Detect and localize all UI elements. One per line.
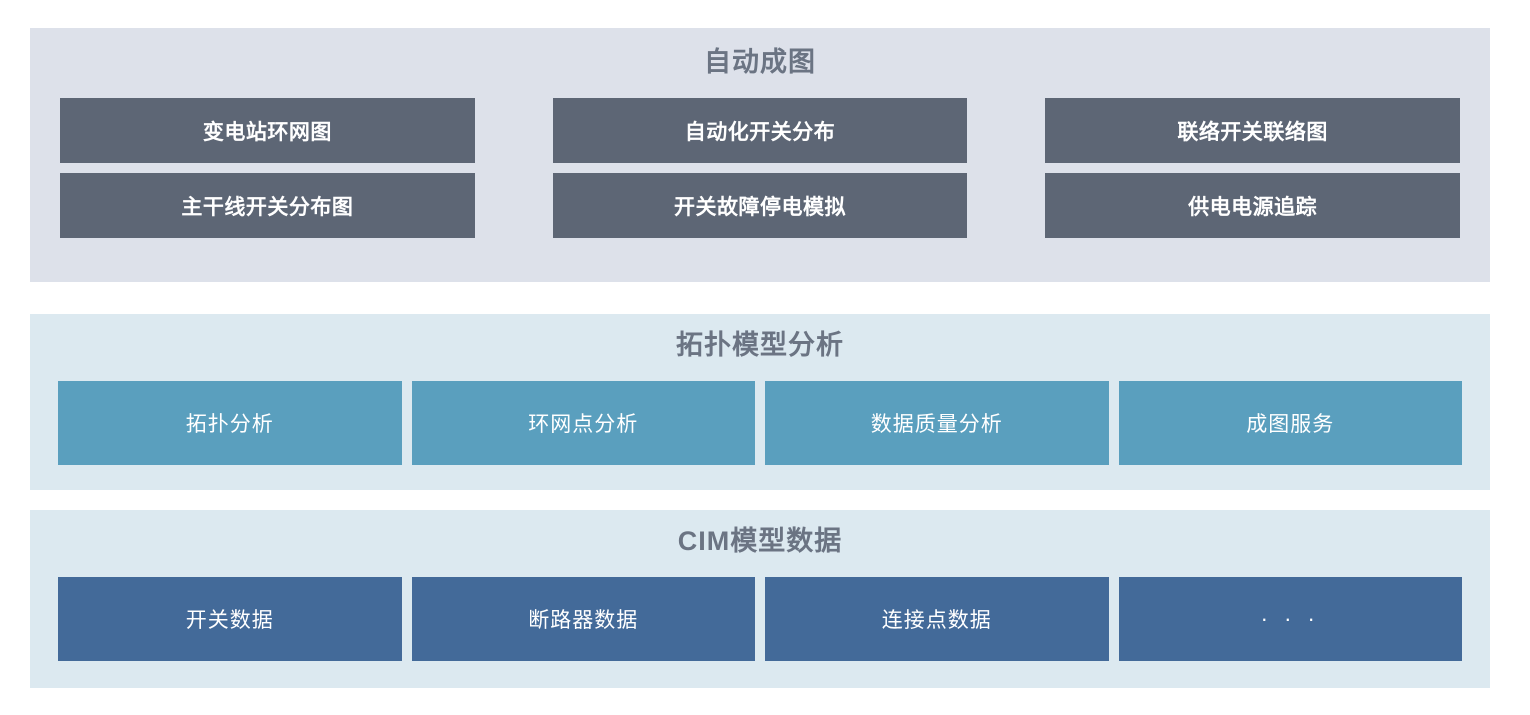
button-tie-switch-contact-diagram[interactable]: 联络开关联络图 [1045,98,1461,163]
button-switch-fault-outage-simulation[interactable]: 开关故障停电模拟 [552,173,968,238]
panel-topology-analysis-row-1: 拓扑分析 环网点分析 数据质量分析 成图服务 [58,381,1462,465]
button-substation-ring-network-diagram[interactable]: 变电站环网图 [60,98,475,163]
button-circuit-breaker-data[interactable]: 断路器数据 [411,577,755,661]
panel-automap-title: 自动成图 [704,47,816,77]
architecture-diagram: 自动成图 变电站环网图 自动化开关分布 联络开关联络图 主干线开关分布图 开关故… [30,28,1490,688]
panel-automap: 自动成图 变电站环网图 自动化开关分布 联络开关联络图 主干线开关分布图 开关故… [30,28,1490,282]
button-trunk-line-switch-distribution-diagram[interactable]: 主干线开关分布图 [60,173,475,238]
button-automation-switch-distribution[interactable]: 自动化开关分布 [552,98,968,163]
button-topology-analysis[interactable]: 拓扑分析 [58,381,402,465]
button-ring-network-point-analysis[interactable]: 环网点分析 [411,381,755,465]
panel-cim-model-data: CIM模型数据 开关数据 断路器数据 连接点数据 · · · [30,510,1490,688]
panel-cim-model-data-row-1: 开关数据 断路器数据 连接点数据 · · · [58,577,1462,661]
panel-topology-analysis-title: 拓扑模型分析 [676,330,844,360]
button-switch-data[interactable]: 开关数据 [58,577,402,661]
button-data-quality-analysis[interactable]: 数据质量分析 [765,381,1109,465]
panel-automap-row-1: 变电站环网图 自动化开关分布 联络开关联络图 [60,98,1461,163]
button-more-data[interactable]: · · · [1118,577,1462,661]
panel-cim-model-data-title: CIM模型数据 [677,526,843,556]
button-connectivity-node-data[interactable]: 连接点数据 [765,577,1109,661]
panel-automap-row-2: 主干线开关分布图 开关故障停电模拟 供电电源追踪 [60,173,1461,238]
button-mapping-service[interactable]: 成图服务 [1118,381,1462,465]
panel-topology-analysis: 拓扑模型分析 拓扑分析 环网点分析 数据质量分析 成图服务 [30,314,1490,490]
button-power-supply-source-tracing[interactable]: 供电电源追踪 [1045,173,1461,238]
